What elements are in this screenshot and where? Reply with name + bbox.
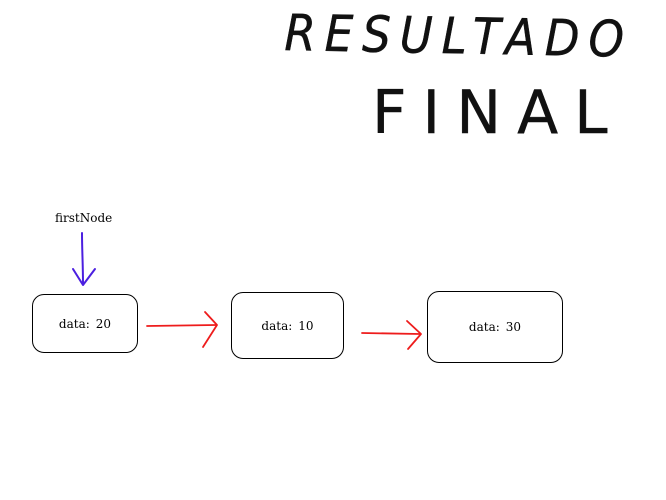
list-node-3: data: 30 bbox=[427, 291, 563, 363]
link-arrow-2 bbox=[361, 320, 422, 350]
first-node-label: firstNode bbox=[55, 211, 113, 225]
node-value: 10 bbox=[298, 318, 314, 333]
title-final: FINAL bbox=[372, 78, 624, 148]
link-arrow-1 bbox=[146, 311, 218, 348]
node-value: 20 bbox=[95, 316, 112, 331]
node-key: data: bbox=[261, 318, 293, 333]
node-value: 30 bbox=[505, 320, 522, 334]
node-key: data: bbox=[468, 320, 500, 334]
list-node-2: data: 10 bbox=[231, 292, 344, 359]
first-node-pointer-arrow bbox=[72, 232, 96, 286]
list-node-1: data: 20 bbox=[32, 294, 138, 353]
node-key: data: bbox=[58, 316, 90, 331]
